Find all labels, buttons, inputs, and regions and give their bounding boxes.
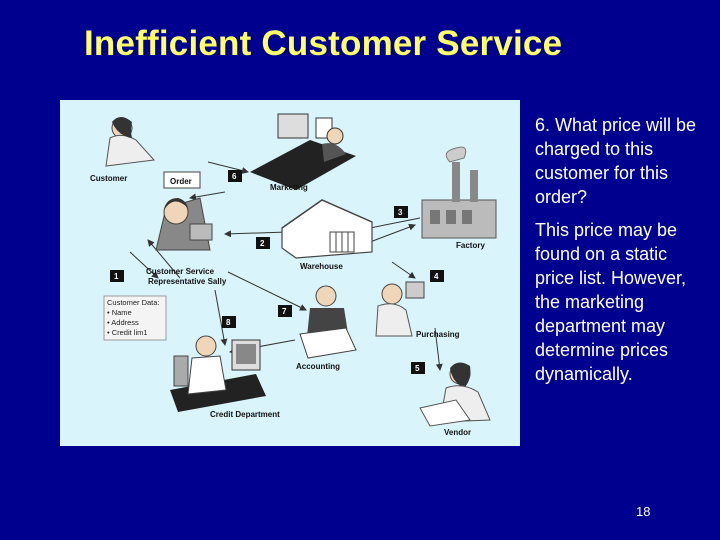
accounting-figure [299,285,357,359]
step-7: 7 [282,307,287,316]
step-2: 2 [260,239,265,248]
diagram-canvas: Customer Order Marketing Factory [90,113,497,437]
rep-label-line2: Representative Sally [148,277,227,286]
question-text: 6. What price will be charged to this cu… [535,115,697,207]
order-label: Order [170,177,192,186]
step-1: 1 [114,272,119,281]
warehouse-building [281,199,373,259]
explanation-text: 6. What price will be charged to this cu… [535,113,710,395]
slide-title: Inefficient Customer Service [84,24,563,63]
step-3: 3 [398,208,403,217]
marketing-figure [250,113,356,190]
flow-arrows [129,161,443,371]
page-number: 18 [636,504,651,519]
answer-text: This price may be found on a static pric… [535,220,687,384]
customer-data-box [103,295,167,341]
step-4: 4 [434,272,439,281]
customer-data-item: • Credit lim1 [107,328,148,337]
credit-department-figure [170,335,266,412]
marketing-label: Marketing [270,183,308,192]
service-rep-figure [155,197,213,251]
factory-building [421,146,497,239]
order-document [163,171,201,189]
purchasing-label: Purchasing [416,330,460,339]
vendor-figure [419,362,491,427]
rep-label-line1: Customer Service [146,267,215,276]
step-6: 6 [232,172,237,181]
process-diagram: Customer Order Marketing Factory [60,100,520,446]
accounting-label: Accounting [296,362,340,371]
credit-department-label: Credit Department [210,410,280,419]
customer-data-item: • Name [107,308,132,317]
step-8: 8 [226,318,231,327]
purchasing-figure [375,281,425,337]
step-5: 5 [415,364,420,373]
step-badges [110,170,444,374]
vendor-label: Vendor [444,428,471,437]
customer-data-item: • Address [107,318,139,327]
customer-figure [105,117,156,167]
customer-data-heading: Customer Data: [107,298,160,307]
warehouse-label: Warehouse [300,262,343,271]
customer-label: Customer [90,174,127,183]
factory-label: Factory [456,241,485,250]
